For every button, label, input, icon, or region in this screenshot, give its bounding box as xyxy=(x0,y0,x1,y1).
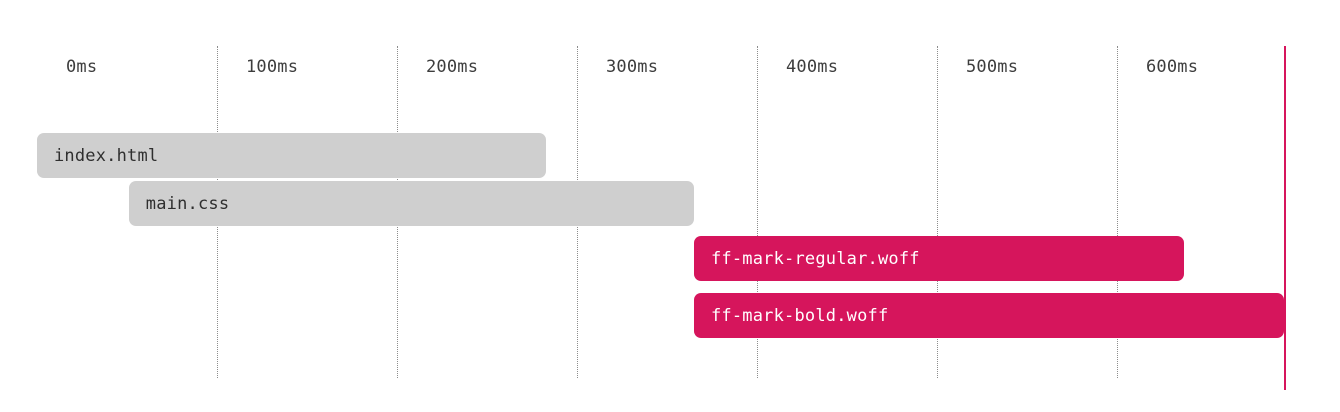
axis-tick-label: 0ms xyxy=(66,57,98,77)
waterfall-bar-label: main.css xyxy=(145,193,230,214)
axis-tick-label: 600ms xyxy=(1146,57,1199,77)
waterfall-bar-label: ff-mark-bold.woff xyxy=(711,305,889,326)
axis-tick-label: 300ms xyxy=(606,57,659,77)
waterfall-bar[interactable]: ff-mark-bold.woff xyxy=(694,293,1285,338)
axis-tick-label: 400ms xyxy=(786,57,839,77)
waterfall-bar-label: index.html xyxy=(54,145,159,166)
render-marker-line xyxy=(1284,46,1287,390)
waterfall-bar[interactable]: main.css xyxy=(128,181,694,226)
axis-tick-label: 100ms xyxy=(246,57,299,77)
axis-tick-label: 200ms xyxy=(426,57,479,77)
waterfall-bar[interactable]: index.html xyxy=(37,133,547,178)
axis-tick-label: 500ms xyxy=(966,57,1019,77)
waterfall-bar[interactable]: ff-mark-regular.woff xyxy=(694,236,1184,281)
waterfall-bar-label: ff-mark-regular.woff xyxy=(711,248,920,269)
